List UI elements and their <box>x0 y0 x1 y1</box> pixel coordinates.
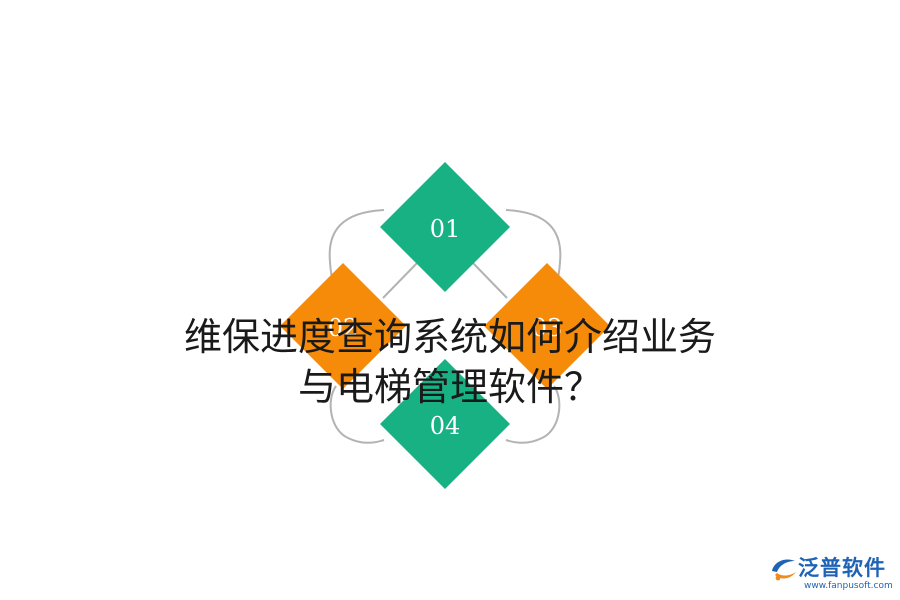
diamond-top-label: 01 <box>430 215 461 243</box>
page-title: 维保进度查询系统如何介绍业务 与电梯管理软件？ <box>0 312 900 412</box>
brand-name: 泛普软件 <box>798 556 886 580</box>
logo-dot <box>775 575 781 581</box>
diamond-top: 01 <box>380 162 510 292</box>
diamond-bottom-shape <box>380 359 510 489</box>
diamond-bottom-label: 04 <box>430 412 461 440</box>
brand-logo[interactable]: 泛普软件 www.fanpusoft.com <box>768 551 898 595</box>
diamond-left-shape <box>280 263 406 389</box>
logo-swoosh-orange <box>775 572 796 579</box>
diamond-left-label: 02 <box>328 314 359 342</box>
outer-loop-bottom-right <box>505 385 561 444</box>
inner-link-top-left <box>382 261 419 299</box>
diamond-right-shape <box>484 263 610 389</box>
diamond-right-label: 03 <box>532 314 563 342</box>
title-line-2: 与电梯管理软件？ <box>297 365 602 409</box>
title-line-1: 维保进度查询系统如何介绍业务 <box>183 315 716 359</box>
outer-loop-bottom-left <box>329 385 385 444</box>
fanpu-logo-icon <box>772 559 796 581</box>
brand-url: www.fanpusoft.com <box>804 581 893 591</box>
diamond-left: 02 <box>280 263 406 389</box>
diamond-top-shape <box>380 162 510 292</box>
inner-link-top-right <box>471 261 508 299</box>
diamond-right: 03 <box>484 263 610 389</box>
logo-swoosh-blue <box>772 559 795 572</box>
diamond-bottom: 04 <box>380 359 510 489</box>
